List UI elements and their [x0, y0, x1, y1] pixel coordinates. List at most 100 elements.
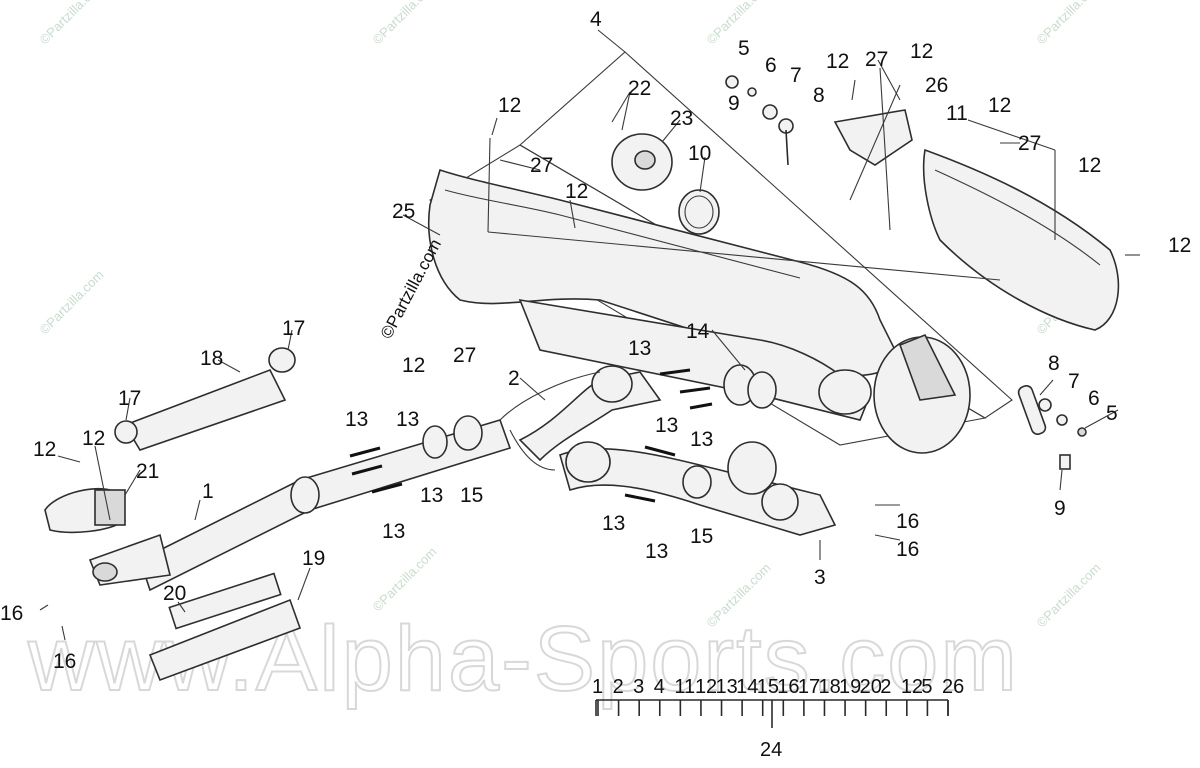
callout-26: 26	[925, 74, 948, 97]
callout-4: 4	[590, 8, 602, 31]
callout-10: 10	[688, 142, 711, 165]
callout-8: 8	[813, 84, 825, 107]
callout-14: 14	[686, 320, 710, 343]
bracket-26	[833, 109, 913, 166]
kit-item-label: 17	[798, 676, 820, 698]
callout-12: 12	[1078, 154, 1101, 177]
heat-shield-11	[922, 148, 1120, 331]
small-watermark: ©Partzilla.com	[37, 267, 107, 337]
small-watermark: ©Partzilla.com	[370, 0, 440, 47]
callout-5: 5	[738, 37, 750, 60]
kit-item-label: 2	[880, 676, 891, 698]
top-hardware	[725, 75, 794, 166]
head-pipe-1	[44, 415, 512, 592]
kit-item-label: 2	[613, 676, 624, 698]
kit-item-label: 19	[839, 676, 861, 698]
callout-12: 12	[402, 354, 425, 377]
callout-13: 13	[655, 414, 678, 437]
muffler-body	[518, 298, 971, 454]
small-watermark: ©Partzilla.com	[370, 544, 440, 614]
callout-13: 13	[602, 512, 625, 535]
kit-item-label: 4	[654, 676, 665, 698]
callout-12: 12	[826, 50, 849, 73]
callout-16: 16	[896, 538, 919, 561]
callout-17: 17	[118, 387, 141, 410]
callout-13: 13	[645, 540, 668, 563]
callout-27: 27	[453, 344, 476, 367]
callout-6: 6	[1088, 387, 1100, 410]
callout-12: 12	[498, 94, 521, 117]
callout-12: 12	[910, 40, 933, 63]
callout-13: 13	[396, 408, 419, 431]
callout-7: 7	[790, 64, 802, 87]
kit-item-label: 14	[736, 676, 758, 698]
kit-total-label: 24	[760, 739, 782, 761]
callout-13: 13	[690, 428, 713, 451]
kit-item-label: 20	[860, 676, 882, 698]
kit-item-label: 5	[921, 676, 932, 698]
callout-7: 7	[1068, 370, 1080, 393]
callout-13: 13	[345, 408, 368, 431]
intake-tubes	[114, 347, 302, 682]
callout-16: 16	[53, 650, 76, 673]
kit-item-label: 18	[818, 676, 840, 698]
callout-27: 27	[865, 48, 888, 71]
callout-21: 21	[136, 460, 159, 483]
callout-9: 9	[1054, 497, 1066, 520]
callout-12: 12	[565, 180, 588, 203]
callout-23: 23	[670, 107, 693, 130]
callout-11: 11	[946, 102, 968, 125]
callout-13: 13	[420, 484, 443, 507]
link-pipe-3	[559, 441, 837, 536]
callout-16: 16	[896, 510, 919, 533]
callout-16: 16	[0, 602, 23, 625]
callout-22: 22	[628, 77, 651, 100]
springs-13	[349, 368, 713, 503]
small-watermark: ©Partzilla.com	[1034, 560, 1104, 630]
copyright-rotated: ©Partzilla.com	[377, 236, 445, 342]
callout-25: 25	[392, 200, 415, 223]
corner-logo: D	[6, 727, 15, 741]
kit-item-label: 13	[716, 676, 738, 698]
callout-6: 6	[765, 54, 777, 77]
callout-2: 2	[508, 367, 520, 390]
callout-13: 13	[382, 520, 405, 543]
callout-27: 27	[1018, 132, 1041, 155]
callout-9: 9	[728, 92, 740, 115]
callout-5: 5	[1106, 402, 1118, 425]
small-watermark: ©Partzilla.com	[1034, 0, 1104, 47]
kit-item-label: 26	[942, 676, 964, 698]
callout-12: 12	[33, 438, 56, 461]
callout-27: 27	[530, 154, 553, 177]
callout-15: 15	[460, 484, 483, 507]
callout-18: 18	[200, 347, 223, 370]
svg-text:D: D	[6, 727, 15, 741]
callout-12: 12	[1168, 234, 1191, 257]
kit-item-label: 1	[592, 676, 603, 698]
kit-item-label: 12	[695, 676, 717, 698]
callout-3: 3	[814, 566, 826, 589]
callout-1: 1	[202, 480, 214, 503]
kit-item-label: 15	[757, 676, 779, 698]
kit-item-label: 11	[674, 676, 695, 698]
leader-lines	[39, 29, 1140, 641]
callout-8: 8	[1048, 352, 1060, 375]
callout-15: 15	[690, 525, 713, 548]
kit-item-label: 3	[633, 676, 644, 698]
kit-item-label: 16	[777, 676, 799, 698]
sensor-wire	[499, 371, 601, 471]
small-watermark: ©Partzilla.com	[37, 0, 107, 47]
clamp-hardware-right	[1017, 385, 1087, 470]
callout-19: 19	[302, 547, 325, 570]
callout-17: 17	[282, 317, 305, 340]
callout-13: 13	[628, 337, 651, 360]
callout-labels: 4 5 6 7 8 9 12 27 12 26 11 12 27 12 12 2…	[0, 8, 1191, 673]
callout-12: 12	[82, 427, 105, 450]
callout-12: 12	[988, 94, 1011, 117]
mid-pipe-2	[518, 364, 777, 462]
kit-item-label: 12	[901, 676, 923, 698]
end-cap-parts	[611, 133, 720, 235]
